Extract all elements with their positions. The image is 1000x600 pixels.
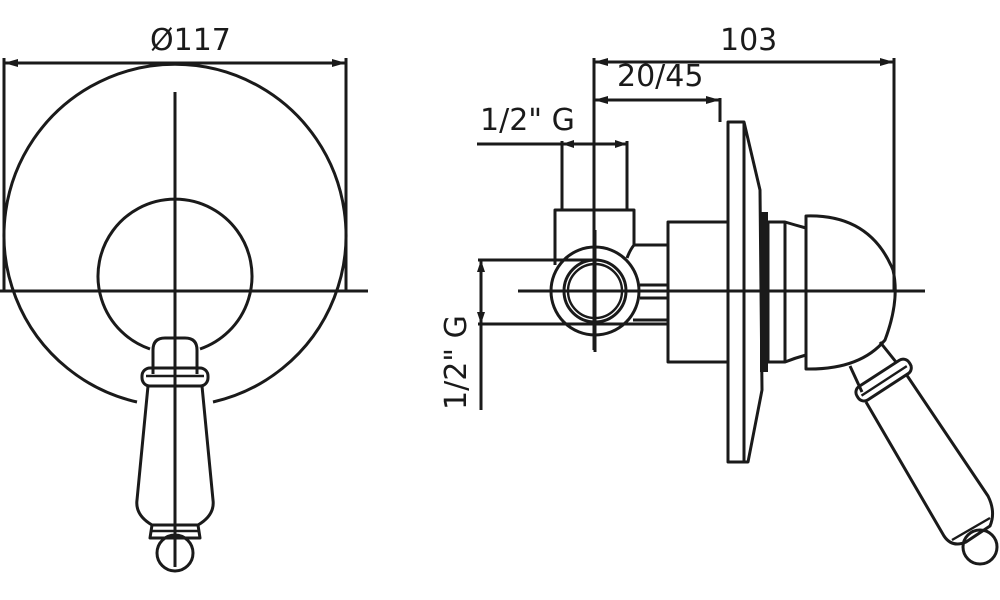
arrow-right-icon xyxy=(332,59,346,67)
front-view xyxy=(0,58,368,573)
depth-label: 103 xyxy=(720,23,778,58)
arrow-up-icon xyxy=(477,260,485,272)
side-inlet-label: 1/2" G xyxy=(439,315,474,410)
side-view xyxy=(477,58,999,566)
arrow-left-icon xyxy=(562,140,574,148)
top-inlet-label: 1/2" G xyxy=(480,103,575,138)
diameter-label: Ø117 xyxy=(150,23,231,58)
arrow-left-icon xyxy=(4,59,18,67)
arrow-left-icon xyxy=(594,58,608,66)
arrow-right-icon xyxy=(880,58,894,66)
arrow-down-icon xyxy=(477,312,485,324)
arrow-right-icon xyxy=(615,140,627,148)
valve-body xyxy=(549,208,730,364)
lever-handle-front xyxy=(135,336,215,573)
arrow-right-icon xyxy=(706,96,720,104)
rosette-outline xyxy=(2,62,348,404)
arrow-left-icon xyxy=(594,96,608,104)
lever-handle-side xyxy=(848,341,999,566)
adjust-range-label: 20/45 xyxy=(617,59,704,94)
